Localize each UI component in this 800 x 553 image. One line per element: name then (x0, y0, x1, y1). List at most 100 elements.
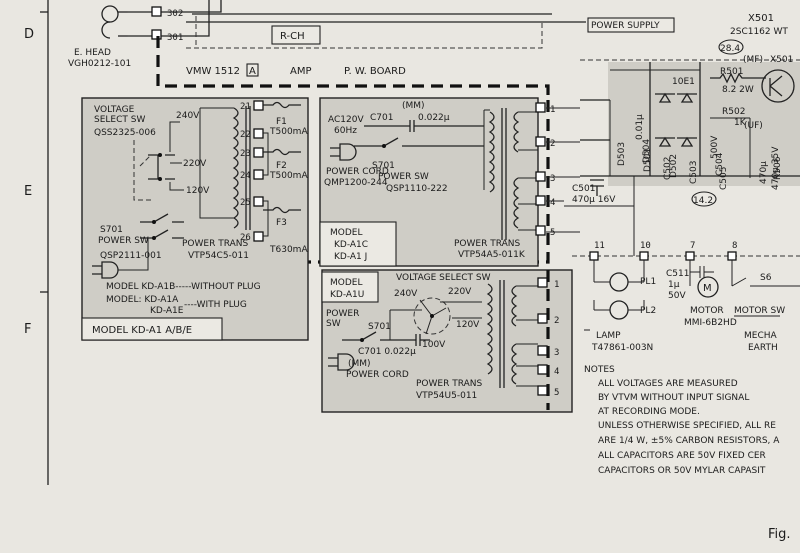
u-s701: S701 (368, 322, 391, 332)
panel-a1-pins: 21 22 23 24 25 26 (240, 100, 264, 243)
svg-text:25: 25 (240, 198, 251, 208)
grid-letter-e: E (24, 184, 32, 199)
notes-line-4: UNLESS OTHERWISE SPECIFIED, ALL RE (598, 421, 776, 431)
head-pin-301: 301 (167, 33, 183, 43)
motor-symbol: M (703, 283, 712, 294)
notes-line-6: ALL CAPACITORS ARE 50V FIXED CER (598, 451, 766, 461)
node-11: 11 (594, 241, 605, 251)
svg-text:2: 2 (554, 316, 559, 326)
panel-kd-a1-abe: VOLTAGE SELECT SW QSS2325-006 240V 220V … (81, 97, 309, 341)
svg-text:1: 1 (550, 105, 555, 115)
board-amp: AMP (290, 66, 312, 77)
r-ch-label: R-CH (280, 31, 305, 42)
svg-text:5: 5 (554, 388, 559, 398)
ps-x501-part: 2SC1162 WT (730, 27, 788, 37)
u-model-1: MODEL (330, 278, 362, 288)
u-cord: POWER CORD (346, 370, 409, 380)
motor-part: MMI-6B2HD (684, 318, 737, 328)
voltage-sub: SELECT SW (94, 115, 145, 125)
node-10: 10 (640, 241, 651, 251)
notes-block: NOTES ALL VOLTAGES ARE MEASURED BY VTVM … (584, 365, 780, 476)
x501-transistor-icon (761, 69, 795, 103)
notes-line-2: BY VTVM WITHOUT INPUT SIGNAL (598, 393, 749, 403)
svg-text:26: 26 (240, 233, 251, 243)
notes-line-3: AT RECORDING MODE. (598, 407, 700, 417)
a1-plug-icon (92, 261, 119, 279)
c-hz: 60Hz (334, 126, 357, 136)
erase-head: 302 301 E. HEAD VGH0212-101 (68, 5, 183, 69)
ps-d504: D504 (642, 139, 652, 163)
ps-caps-val: 0.01μ (635, 114, 645, 140)
c-model-3: KD-A1 J (334, 252, 367, 262)
a1-with-plug: ----WITH PLUG (184, 300, 247, 310)
pl1-lamp-icon (609, 272, 629, 292)
u-trans-label: POWER TRANS (416, 379, 482, 389)
lamp-part: T47861-003N (591, 343, 653, 353)
fuse-f2: F2 (276, 161, 287, 171)
head-pin-302: 302 (167, 9, 183, 19)
voltage-part: QSS2325-006 (94, 128, 156, 138)
grid-letter-d: D (24, 27, 34, 42)
u-panel-pins: 1 2 3 4 5 (537, 277, 559, 398)
ps-c501: C501 (572, 184, 595, 194)
node-8: 8 (732, 241, 737, 251)
ps-c505-val: 470μ (759, 161, 769, 184)
c-trans-label: POWER TRANS (454, 239, 520, 249)
ps-d501: D501 (643, 148, 653, 172)
svg-text:4: 4 (550, 198, 555, 208)
ps-v142: 14.2 (693, 196, 713, 206)
u-v220: 220V (448, 287, 472, 297)
c-trans-part: VTP54A5-011K (458, 250, 526, 260)
pl2-lamp-icon (609, 300, 629, 320)
svg-text:4: 4 (554, 367, 559, 377)
ps-title: POWER SUPPLY (591, 21, 660, 31)
u-plug-icon (328, 353, 355, 371)
ps-c502: C502 (663, 157, 673, 180)
pl1-label: PL1 (640, 277, 656, 287)
c-model-2: KD-A1C (334, 240, 368, 250)
c-cap: 0.022μ (418, 113, 450, 123)
board-marker: A (249, 66, 256, 77)
ps-r501: R501 (720, 67, 743, 77)
head-label: E. HEAD (74, 48, 111, 58)
svg-text:2: 2 (550, 139, 555, 149)
ps-diode-part: 10E1 (672, 77, 695, 87)
fuse-f1-rating: T500mA (269, 127, 308, 137)
a1-power-sw-part: QSP2111-001 (100, 251, 162, 261)
v240-label: 240V (176, 111, 200, 121)
figure-label: Fig. (768, 527, 791, 542)
u-power: POWER (326, 309, 359, 319)
v120-label: 120V (186, 186, 210, 196)
node-7: 7 (690, 241, 695, 251)
pl2-label: PL2 (640, 306, 656, 316)
c-panel-pins: 1 2 3 4 5 (535, 102, 555, 238)
a1-model-b: MODEL KD-A1B-----WITHOUT PLUG (106, 282, 261, 292)
mecha-label: MECHA (744, 331, 778, 341)
u-v120: 120V (456, 320, 480, 330)
notes-line-5: ARE 1/4 W, ±5% CARBON RESISTORS, A (598, 436, 780, 446)
c-model-1: MODEL (330, 228, 362, 238)
c511-v: 50V (668, 291, 686, 301)
voltage-title: VOLTAGE (94, 105, 135, 115)
panel-kd-a1cj: AC120V 60Hz (MM) C701 0.022μ S701 POWER … (319, 97, 539, 267)
ps-c505: C505 (719, 167, 729, 190)
ps-r506: R506 (773, 156, 783, 180)
c-c701: C701 (370, 113, 393, 123)
s6: S6 (760, 273, 772, 283)
a1-trans-part: VTP54C5-011 (188, 251, 249, 261)
c511-val: 1μ (668, 280, 680, 290)
ps-c503: C503 (689, 161, 699, 184)
u-model-2: KD-A1U (330, 290, 364, 300)
a1-model-a: MODEL: KD-A1A (106, 295, 179, 305)
c511: C511 (666, 269, 689, 279)
ps-v284: 28.4 (720, 44, 740, 54)
board-pw: P. W. BOARD (344, 66, 406, 77)
notes-line-1: ALL VOLTAGES ARE MEASURED (598, 379, 738, 389)
grid-letter-f: F (24, 322, 31, 337)
u-c701: C701 0.022μ (358, 347, 416, 357)
ps-mf: (MF) (743, 55, 763, 65)
ps-v500: 500V (710, 135, 720, 159)
c-power-sw: POWER SW (378, 172, 429, 182)
